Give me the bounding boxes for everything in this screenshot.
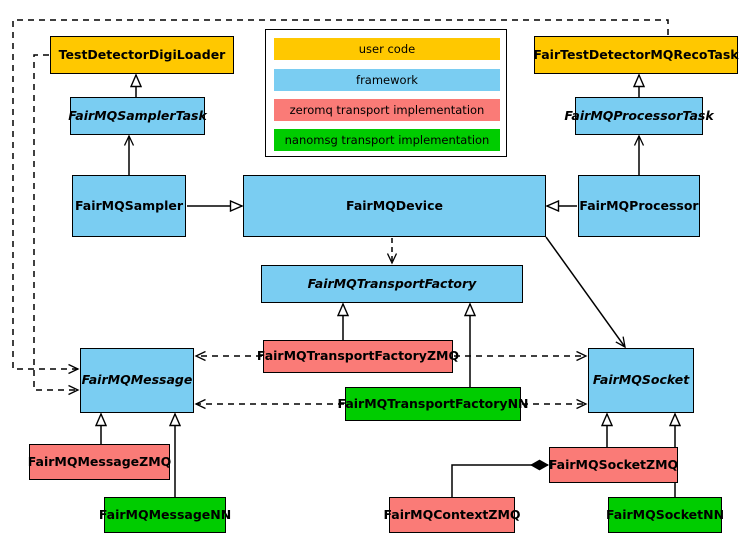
class-box-label: FairMQSocketNN	[605, 506, 725, 522]
legend-item-nanomsg: nanomsg transport implementation	[274, 129, 500, 151]
class-box-label: FairMQMessageNN	[98, 506, 232, 522]
edge-device-to-socket	[545, 236, 625, 347]
class-box-label: FairMQTransportFactoryZMQ	[256, 348, 460, 364]
class-box-label: FairMQSamplerTask	[68, 107, 207, 123]
legend-item-zeromq: zeromq transport implementation	[274, 99, 500, 121]
legend-item-framework: framework	[274, 69, 500, 91]
class-box-fairmqtransportfactory[interactable]: FairMQTransportFactory	[261, 265, 523, 303]
class-box-label: FairMQProcessorTask	[564, 107, 714, 123]
class-box-label: FairMQMessage	[81, 372, 193, 388]
class-box-testdetectordigiloader[interactable]: TestDetectorDigiLoader	[50, 36, 234, 74]
legend-label-zeromq: zeromq transport implementation	[289, 103, 485, 117]
class-box-fairmqmessagezmq[interactable]: FairMQMessageZMQ	[28, 444, 171, 480]
legend-label-nanomsg: nanomsg transport implementation	[284, 133, 490, 147]
class-box-label: FairMQSocket	[592, 372, 690, 388]
class-box-fairmqprocessortask[interactable]: FairMQProcessorTask	[564, 97, 714, 135]
class-box-fairmqtransportfactoryzmq[interactable]: FairMQTransportFactoryZMQ	[257, 340, 459, 373]
class-box-fairmqmessage[interactable]: FairMQMessage	[80, 348, 194, 413]
legend-label-user-code: user code	[358, 42, 416, 56]
class-box-fairtestdetectormqrecotask[interactable]: FairTestDetectorMQRecoTask	[533, 36, 739, 74]
class-box-fairmqcontextzmq[interactable]: FairMQContextZMQ	[383, 497, 521, 533]
class-box-label: FairMQMessageZMQ	[27, 453, 172, 469]
class-box-fairmqsocket[interactable]: FairMQSocket	[588, 348, 694, 413]
class-box-label: FairMQTransportFactoryNN	[337, 395, 529, 411]
legend-item-user-code: user code	[274, 38, 500, 60]
class-box-label: FairMQProcessor	[579, 197, 699, 213]
class-box-fairmqprocessor[interactable]: FairMQProcessor	[578, 175, 700, 237]
class-box-fairmqdevice[interactable]: FairMQDevice	[243, 175, 546, 237]
class-box-label: FairMQSocketZMQ	[548, 456, 679, 472]
class-box-fairmqsamplertask[interactable]: FairMQSamplerTask	[68, 97, 207, 135]
class-box-label: TestDetectorDigiLoader	[58, 46, 226, 62]
class-box-label: FairMQSampler	[74, 197, 184, 213]
class-box-fairmqsocketzmq[interactable]: FairMQSocketZMQ	[549, 447, 678, 483]
class-box-fairmqmessagenn[interactable]: FairMQMessageNN	[99, 497, 231, 533]
class-box-label: FairMQDevice	[346, 197, 443, 213]
class-box-label: FairMQContextZMQ	[383, 506, 521, 522]
edge-contextzmq-to-socketzmq	[451, 465, 548, 497]
class-box-fairmqtransportfactorynn[interactable]: FairMQTransportFactoryNN	[338, 387, 529, 421]
class-box-label: FairTestDetectorMQRecoTask	[533, 46, 739, 62]
class-box-fairmqsampler[interactable]: FairMQSampler	[72, 175, 186, 237]
legend-panel: user code framework zeromq transport imp…	[265, 29, 507, 157]
legend-label-framework: framework	[356, 73, 418, 87]
class-box-fairmqsocketnn[interactable]: FairMQSocketNN	[606, 497, 724, 533]
class-box-label: FairMQTransportFactory	[307, 275, 477, 291]
